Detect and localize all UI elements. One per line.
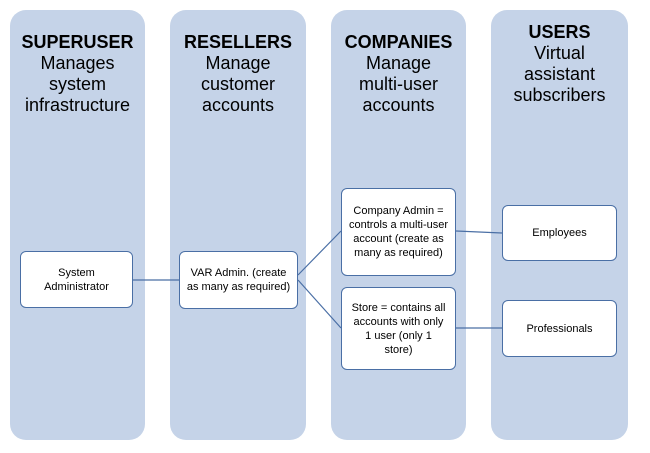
users-title: USERS	[528, 22, 591, 42]
companies-desc: Manage multi-user accounts	[358, 53, 438, 115]
store-node: Store = contains all accounts with only …	[341, 287, 456, 370]
professionals-label: Professionals	[526, 322, 593, 335]
connector-company-employees	[455, 230, 503, 234]
connector-var-store	[297, 279, 342, 329]
companies-title: COMPANIES	[344, 32, 453, 52]
resellers-desc: Manage customer accounts	[200, 53, 276, 115]
superuser-title: SUPERUSER	[21, 32, 134, 52]
store-label: Store = contains all accounts with only …	[351, 301, 446, 356]
resellers-title: RESELLERS	[183, 32, 293, 52]
var-admin-label: VAR Admin. (create as many as required)	[186, 267, 291, 293]
resellers-column: RESELLERS Manage customer accounts	[170, 10, 306, 440]
var-admin-node: VAR Admin. (create as many as required)	[179, 251, 298, 309]
employees-node: Employees	[502, 205, 617, 261]
connector-var-company	[297, 230, 342, 276]
employees-label: Employees	[532, 227, 587, 239]
company-admin-label: Company Admin = controls a multi-user ac…	[348, 205, 449, 259]
company-admin-node: Company Admin = controls a multi-user ac…	[341, 188, 456, 276]
superuser-header: SUPERUSER Manages system infrastructure	[10, 32, 145, 116]
users-header: USERS Virtual assistant subscribers	[491, 22, 628, 106]
users-desc: Virtual assistant subscribers	[513, 43, 606, 105]
superuser-column: SUPERUSER Manages system infrastructure	[10, 10, 145, 440]
superuser-desc: Manages system infrastructure	[24, 53, 131, 115]
resellers-header: RESELLERS Manage customer accounts	[170, 32, 306, 116]
companies-header: COMPANIES Manage multi-user accounts	[331, 32, 466, 116]
system-administrator-node: System Administrator	[20, 251, 133, 308]
system-administrator-label: System Administrator	[44, 266, 109, 293]
professionals-node: Professionals	[502, 300, 617, 357]
